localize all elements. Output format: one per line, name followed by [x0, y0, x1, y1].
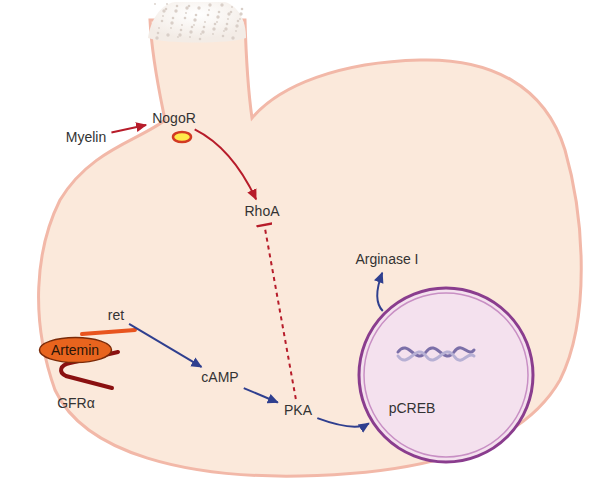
pathway-arrow	[244, 388, 278, 402]
signal-label: Myelin	[64, 129, 109, 147]
ligand-ellipse: Artemin	[38, 336, 113, 364]
node-text: NogoR	[150, 110, 198, 126]
cell-body	[39, 20, 582, 476]
growth-cone-tip	[148, 2, 246, 43]
protein-label: RhoA	[242, 203, 282, 221]
receptor-label: ret	[106, 307, 127, 325]
receptor-label: NogoR	[150, 110, 198, 128]
pathway-arrow	[129, 324, 201, 367]
pathway-arrow	[377, 273, 383, 311]
node-text: cAMP	[199, 369, 241, 385]
pathway-arrow	[317, 418, 369, 427]
nucleus-envelope	[359, 288, 533, 462]
node-text: pCREB	[389, 400, 436, 416]
node-text: Arginase I	[353, 251, 421, 267]
node-text: Artemin	[38, 342, 113, 358]
node-text: Myelin	[64, 129, 109, 145]
node-text: PKA	[282, 402, 315, 418]
pathway-arrow	[264, 225, 295, 399]
kinase-label: PKA	[282, 402, 315, 420]
ret-receptor	[82, 330, 135, 334]
node-text: GFRα	[55, 395, 97, 411]
growth-cone-texture	[154, 3, 243, 40]
nucleus-inner	[364, 293, 528, 457]
messenger-label: cAMP	[199, 369, 241, 387]
receptor-label: GFRα	[55, 395, 97, 413]
nucleus: pCREB	[359, 288, 533, 462]
pathway-arrow	[111, 125, 146, 132]
node-text: ret	[106, 307, 127, 323]
node-text: RhoA	[242, 203, 282, 219]
pathway-arrow	[195, 129, 256, 199]
nogo-receptor	[173, 132, 191, 142]
gene-product-label: Arginase I	[353, 251, 421, 269]
dna-strand	[398, 348, 474, 360]
